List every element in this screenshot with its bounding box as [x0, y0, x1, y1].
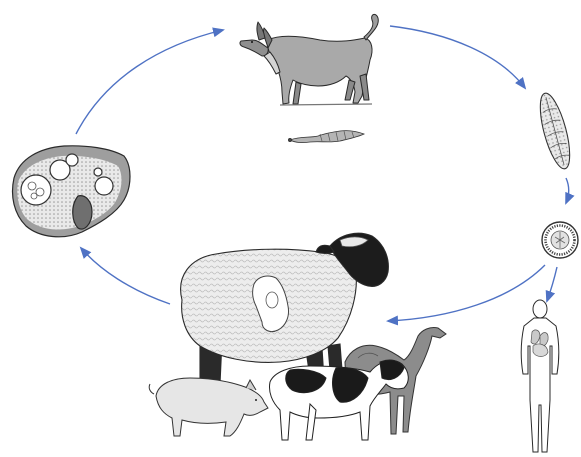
liver-cyst-icon — [13, 146, 131, 237]
tapeworm-icon — [288, 131, 364, 143]
proglottid-icon — [534, 90, 575, 171]
arrow-cyst-to-dog — [76, 30, 223, 134]
hydatid-cyst-icon — [21, 175, 51, 205]
arrow-egg-to-livestock — [388, 265, 545, 321]
human-icon — [521, 300, 559, 452]
arrow-dog-to-segment — [390, 26, 525, 88]
cow-icon — [269, 360, 408, 440]
arrow-livestock-to-cyst — [81, 248, 170, 304]
dog-icon — [240, 14, 378, 105]
arrow-egg-to-human — [547, 267, 557, 301]
pig-icon — [149, 378, 268, 436]
egg-icon — [542, 222, 578, 258]
arrow-segment-to-egg — [566, 178, 569, 203]
